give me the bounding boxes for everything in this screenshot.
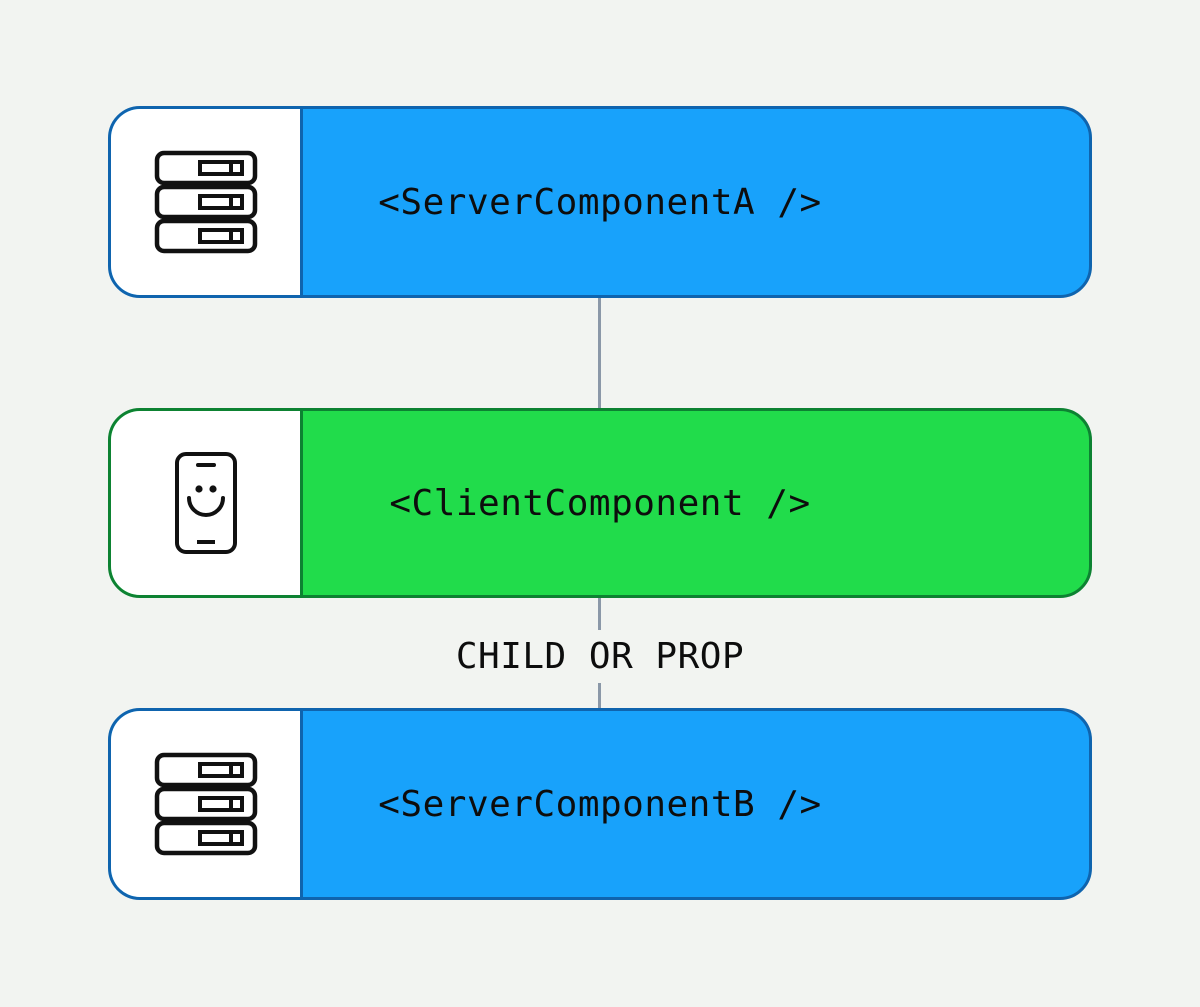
edge-line-a-to-client	[598, 298, 601, 408]
node-label: <ClientComponent />	[389, 482, 811, 524]
node-icon-panel	[111, 711, 303, 897]
node-label: <ServerComponentA />	[378, 181, 822, 223]
phone-smiley-icon	[174, 451, 238, 555]
node-icon-panel	[111, 411, 303, 595]
node-client-component: <ClientComponent />	[108, 408, 1092, 598]
edge-line-client-to-b	[598, 598, 601, 708]
node-icon-panel	[111, 109, 303, 295]
node-label: <ServerComponentB />	[378, 783, 822, 825]
node-server-component-b: <ServerComponentB />	[108, 708, 1092, 900]
server-icon	[154, 150, 258, 254]
node-server-component-a: <ServerComponentA />	[108, 106, 1092, 298]
server-icon	[154, 752, 258, 856]
